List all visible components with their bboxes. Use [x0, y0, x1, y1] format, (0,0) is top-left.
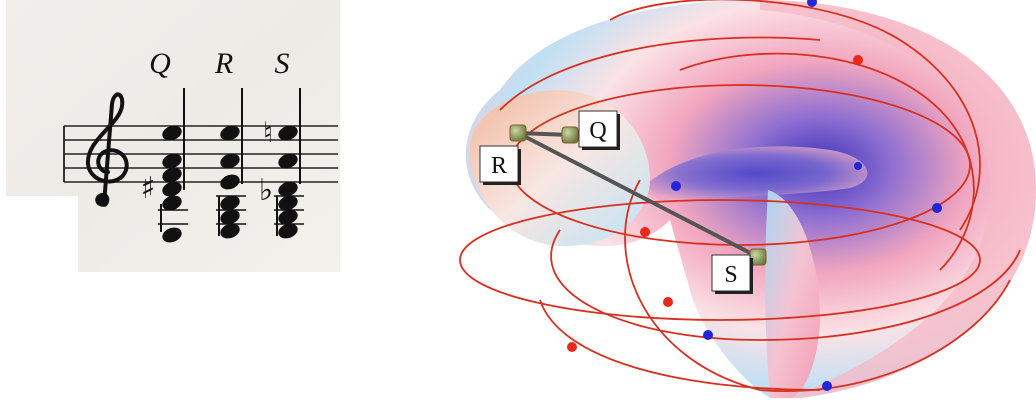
- svg-text:S: S: [724, 262, 737, 288]
- label-q: Q: [578, 110, 620, 150]
- sharp-icon: ♯: [141, 171, 156, 206]
- svg-text:Q: Q: [589, 118, 606, 144]
- treble-clef-icon: [85, 92, 129, 207]
- chord-label-s: S: [275, 47, 290, 80]
- torus-curves: [459, 0, 1021, 392]
- chord-r: [216, 88, 246, 239]
- flat-icon: ♭: [259, 173, 273, 208]
- chord-s: ♮ ♭: [259, 88, 304, 239]
- torus-outer-band: [760, 0, 1036, 398]
- svg-text:R: R: [491, 153, 507, 179]
- score-cutout: [6, 196, 78, 272]
- blue-dots: [671, 0, 942, 391]
- torus-hole: [640, 146, 868, 200]
- node-r-icon: [509, 124, 527, 142]
- label-r: R: [479, 145, 521, 185]
- red-dots: [567, 55, 863, 352]
- chord-label-r: R: [214, 47, 233, 80]
- node-q-icon: [561, 126, 579, 144]
- natural-icon: ♮: [263, 116, 273, 149]
- music-score: Q R S ♯: [6, 0, 340, 272]
- chord-label-q: Q: [149, 47, 171, 80]
- torus-diagram: Q R S: [459, 0, 1036, 398]
- chord-path: [516, 131, 760, 259]
- label-s: S: [711, 254, 753, 294]
- chord-q: ♯: [141, 88, 188, 243]
